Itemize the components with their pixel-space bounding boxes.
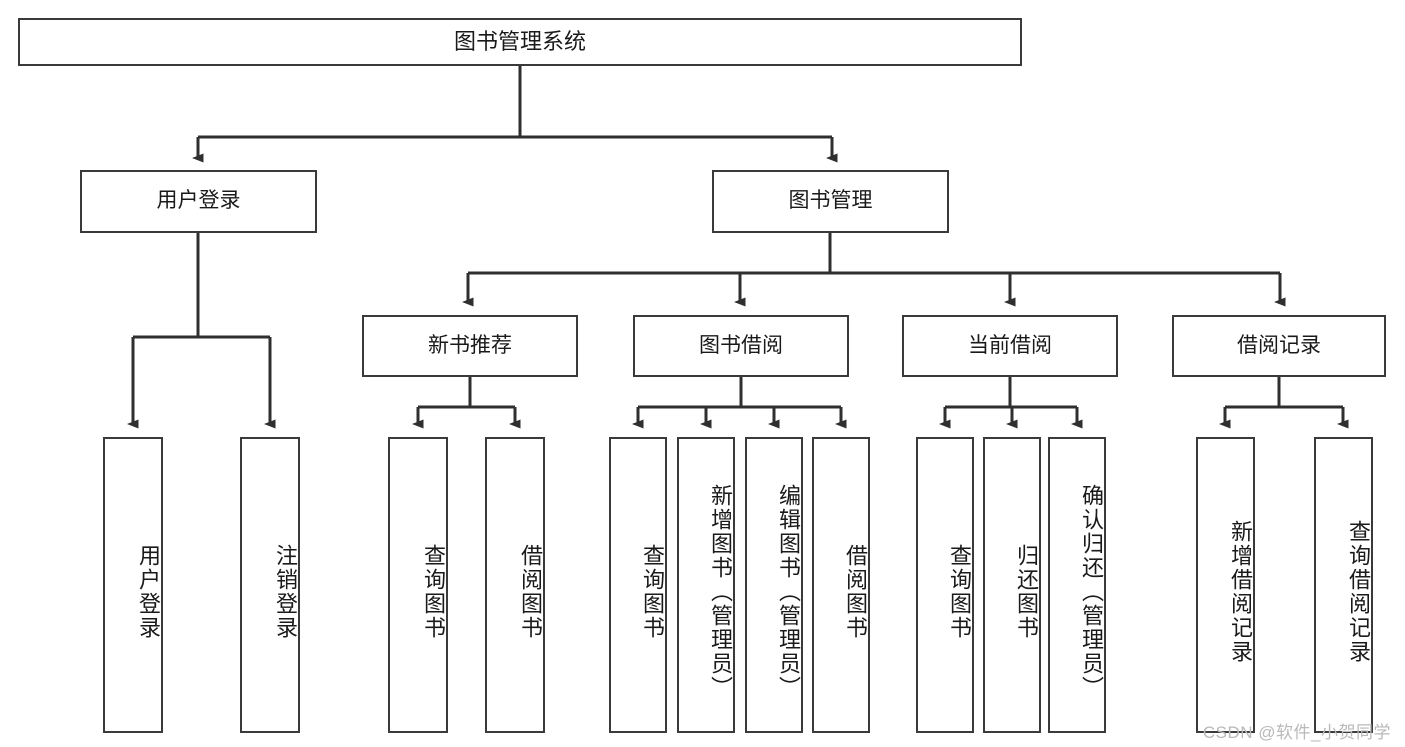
- node-new-book-recommend[interactable]: 新书推荐: [362, 315, 578, 377]
- node-borrow-record[interactable]: 借阅记录: [1172, 315, 1386, 377]
- node-new-book-recommend-label: 新书推荐: [428, 333, 512, 357]
- node-book-management-label: 图书管理: [788, 189, 873, 213]
- node-leaf-borrow-book-rec-label: 借阅图书: [518, 544, 543, 640]
- node-book-management[interactable]: 图书管理: [712, 170, 949, 233]
- node-leaf-borrow-book[interactable]: 借阅图书: [812, 437, 870, 733]
- node-leaf-logout-login-label: 注销登录: [273, 544, 298, 640]
- node-leaf-add-book-admin[interactable]: 新增图书（管理员）: [677, 437, 735, 733]
- node-leaf-logout-login[interactable]: 注销登录: [240, 437, 300, 733]
- node-leaf-add-borrow-record[interactable]: 新增借阅记录: [1196, 437, 1255, 733]
- node-leaf-query-book-borrow[interactable]: 查询图书: [609, 437, 667, 733]
- node-leaf-confirm-return-admin[interactable]: 确认归还（管理员）: [1048, 437, 1106, 733]
- node-leaf-edit-book-admin[interactable]: 编辑图书（管理员）: [745, 437, 803, 733]
- node-leaf-borrow-book-label: 借阅图书: [843, 544, 868, 640]
- node-current-borrow-label: 当前借阅: [968, 333, 1052, 357]
- node-leaf-add-book-admin-label: 新增图书（管理员）: [708, 484, 733, 700]
- node-leaf-add-borrow-record-label: 新增借阅记录: [1228, 520, 1253, 664]
- node-leaf-query-book-current-label: 查询图书: [947, 544, 972, 640]
- node-leaf-user-login-label: 用户登录: [136, 544, 161, 640]
- node-leaf-user-login[interactable]: 用户登录: [103, 437, 163, 733]
- node-leaf-borrow-book-rec[interactable]: 借阅图书: [485, 437, 545, 733]
- node-leaf-query-book-borrow-label: 查询图书: [640, 544, 665, 640]
- node-book-borrow-label: 图书借阅: [699, 333, 783, 357]
- node-leaf-return-book[interactable]: 归还图书: [983, 437, 1041, 733]
- node-leaf-query-book-current[interactable]: 查询图书: [916, 437, 974, 733]
- node-user-login[interactable]: 用户登录: [80, 170, 317, 233]
- node-user-login-label: 用户登录: [156, 189, 241, 213]
- node-leaf-query-borrow-record-label: 查询借阅记录: [1346, 520, 1371, 664]
- node-leaf-query-book-rec[interactable]: 查询图书: [388, 437, 448, 733]
- node-leaf-edit-book-admin-label: 编辑图书（管理员）: [776, 484, 801, 700]
- node-leaf-query-borrow-record[interactable]: 查询借阅记录: [1314, 437, 1373, 733]
- node-leaf-confirm-return-admin-label: 确认归还（管理员）: [1079, 484, 1104, 700]
- watermark-text: CSDN @软件_小贺同学: [1202, 723, 1391, 742]
- node-root[interactable]: 图书管理系统: [18, 18, 1022, 66]
- node-leaf-return-book-label: 归还图书: [1014, 544, 1039, 640]
- node-leaf-query-book-rec-label: 查询图书: [421, 544, 446, 640]
- node-book-borrow[interactable]: 图书借阅: [633, 315, 849, 377]
- node-borrow-record-label: 借阅记录: [1237, 333, 1321, 357]
- node-root-label: 图书管理系统: [453, 29, 586, 55]
- node-current-borrow[interactable]: 当前借阅: [902, 315, 1118, 377]
